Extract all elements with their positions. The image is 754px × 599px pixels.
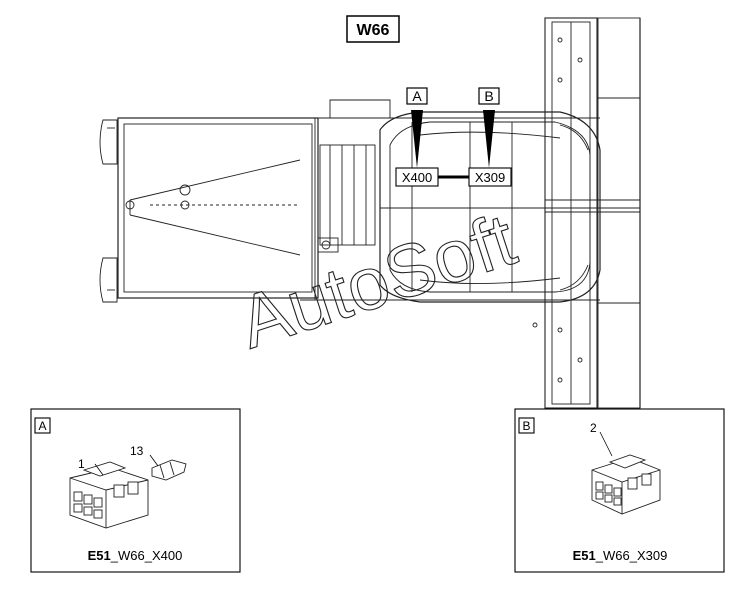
detail-b-caption-rest: _W66_X309: [595, 548, 668, 563]
detail-a-caption: E51_W66_X400: [88, 548, 183, 563]
detail-b-part-2: 2: [590, 421, 597, 435]
detail-b-caption: E51_W66_X309: [573, 548, 668, 563]
detail-a-leader-1: [94, 463, 104, 476]
detail-a-part-13: 13: [130, 444, 144, 458]
callout-a-letter: A: [412, 88, 422, 104]
connector-x400-text: X400: [402, 170, 432, 185]
callout-b: B: [478, 87, 500, 168]
detail-b-panel: B 2 E51_W66_X309: [514, 408, 725, 573]
connector-x400-label: X400: [395, 167, 439, 187]
callout-b-letter: B: [484, 88, 493, 104]
connector-x309-label: X309: [468, 167, 512, 187]
detail-a-connector-drawing: [69, 461, 149, 529]
detail-a-terminal-drawing: [151, 459, 187, 481]
detail-a-panel: A 1 13 E51_W66_X400: [30, 408, 241, 573]
detail-a-caption-bold: E51: [88, 548, 111, 563]
detail-b-letter: B: [522, 419, 530, 433]
detail-a-part-1: 1: [78, 457, 85, 471]
detail-b-caption-bold: E51: [573, 548, 596, 563]
callout-b-pointer: [483, 110, 495, 168]
detail-b-connector-drawing: [591, 454, 661, 515]
harness-title: W66: [346, 15, 400, 43]
detail-a-caption-rest: _W66_X400: [110, 548, 183, 563]
machine-top-view: [99, 17, 641, 409]
connector-x309-text: X309: [475, 170, 505, 185]
callout-a-pointer: [411, 110, 423, 168]
detail-a-letter: A: [38, 419, 46, 433]
detail-a-leader-13: [149, 454, 159, 467]
callout-a: A: [406, 87, 428, 168]
detail-b-leader-2: [599, 431, 613, 457]
harness-title-text: W66: [357, 22, 390, 39]
watermark-text: AutoSoft: [229, 197, 525, 364]
